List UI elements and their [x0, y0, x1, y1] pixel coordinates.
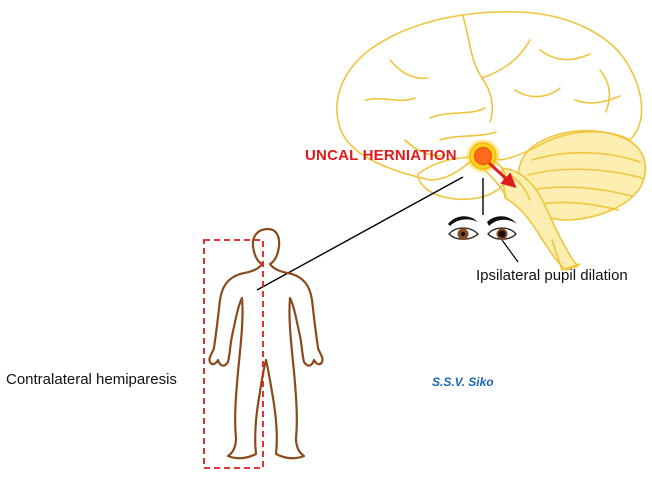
connector-line-to-pupil-label: [501, 239, 519, 263]
pupil-dilation-label: Ipsilateral pupil dilation: [476, 267, 628, 284]
hemiparesis-label: Contralateral hemiparesis: [6, 371, 177, 388]
dilated-eye-icon: [487, 216, 517, 240]
eye-icon: [448, 216, 479, 240]
human-body-outline-icon: [208, 227, 324, 460]
brainstem: [501, 167, 579, 271]
herniation-arrow: [487, 161, 517, 189]
hemiparesis-highlight-box: [203, 239, 264, 469]
uncal-herniation-label: UNCAL HERNIATION: [305, 147, 457, 164]
author-credit: S.S.V. Siko: [432, 375, 494, 389]
connector-line-to-body: [256, 176, 464, 291]
